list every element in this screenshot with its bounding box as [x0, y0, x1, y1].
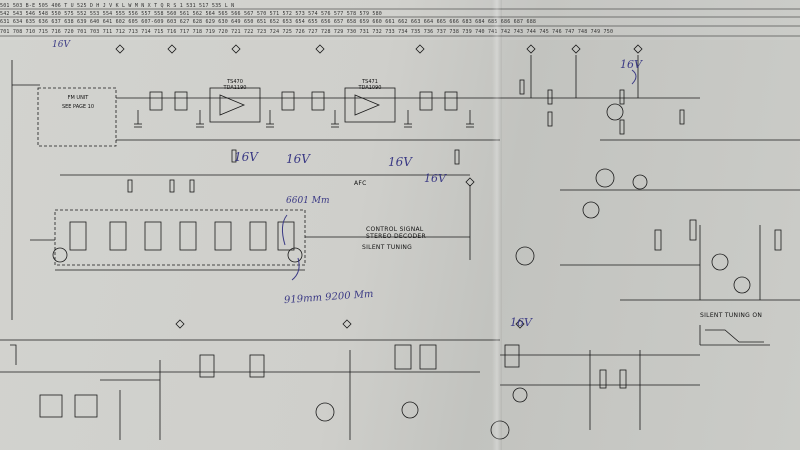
fm-unit-label: FM UNIT — [67, 95, 89, 101]
hand-16v-d: 16V — [424, 172, 446, 185]
silent-tuning-label: SILENT TUNING — [362, 244, 413, 251]
filter-row-box — [54, 209, 306, 266]
hand-16v-b: 16V — [286, 152, 310, 166]
if-amp-left-part: TDA1190 — [223, 85, 247, 91]
page-fold — [492, 0, 502, 450]
control-signal-label: CONTROL SIGNAL — [366, 226, 424, 233]
header-row-3: 631 634 635 636 637 638 639 640 641 602 … — [0, 19, 537, 25]
if-amp-left-ref: TS470 — [227, 79, 243, 85]
hand-16v-bottom: 16V — [510, 316, 532, 329]
silent-tuning-graph — [699, 325, 770, 346]
header-row-1: 501 503 B-E 505 406 T U 525 D H J V K L … — [0, 3, 235, 9]
fm-unit-subtitle: SEE PAGE 10 — [61, 104, 95, 110]
hand-16v-left: 16V — [52, 40, 70, 50]
hand-16v-right: 16V — [620, 58, 642, 71]
afc-label: AFC — [354, 180, 367, 187]
test-point-diamonds — [115, 44, 643, 329]
transistor-right — [287, 247, 303, 263]
transistor-left — [52, 247, 68, 263]
hand-freq-top: 6601 Mm — [286, 196, 330, 206]
header-row-2: 542 543 546 548 550 575 552 553 554 555 … — [0, 11, 383, 17]
header-row-4: 701 708 710 715 716 720 701 703 711 712 … — [0, 29, 614, 35]
if-amp-right-part: TDA1090 — [358, 85, 382, 91]
header-strip — [0, 0, 800, 40]
stereo-decoder-label: STEREO DECODER — [366, 233, 426, 240]
hand-16v-a: 16V — [234, 150, 258, 164]
hand-16v-c: 16V — [388, 155, 412, 169]
fm-unit-box — [37, 87, 117, 147]
silent-tuning-on-label: SILENT TUNING ON — [700, 312, 763, 319]
if-amp-right-ref: TS471 — [362, 79, 378, 85]
